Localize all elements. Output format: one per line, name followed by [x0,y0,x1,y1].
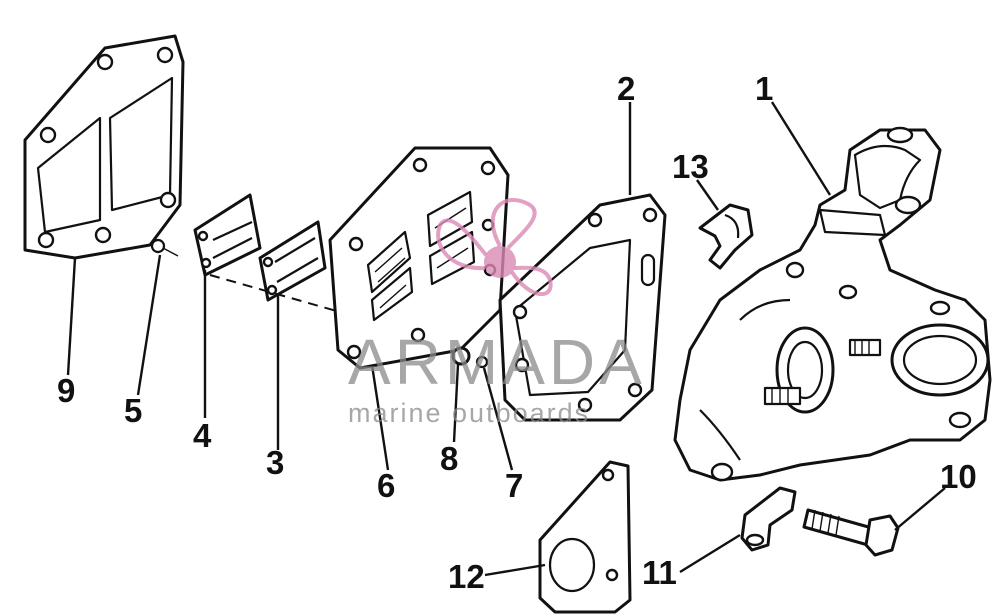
part-11-clamp [740,486,797,552]
callout-2: 2 [617,70,635,107]
callout-13: 13 [672,148,709,185]
part-13-clamp [698,203,754,270]
callout-8: 8 [440,440,458,477]
part-5-screw [150,238,179,257]
part-10-bolt [802,508,900,557]
part-2-gasket [498,193,667,422]
leader-lines [66,101,946,577]
part-6-reed-plate [328,146,510,370]
callout-4: 4 [193,417,212,454]
callout-7: 7 [505,467,523,504]
part-7-washer [475,355,489,369]
alignment-line [209,274,341,313]
callouts: 1 2 3 4 5 6 7 8 9 10 11 12 13 [57,70,977,595]
watermark-subtitle: marine outboards [348,398,590,428]
watermark: ARMADA marine outboards [348,198,646,428]
callout-9: 9 [57,372,75,409]
part-1-intake-manifold [673,126,992,482]
watermark-title: ARMADA [348,326,646,398]
callout-6: 6 [377,467,395,504]
part-4-reed-stop [193,193,262,277]
part-3-reed [258,220,327,302]
callout-11: 11 [642,554,677,591]
part-12-cover-plate [538,460,632,614]
callout-10: 10 [940,458,977,495]
callout-1: 1 [755,70,773,107]
callout-5: 5 [124,392,142,429]
armada-logo-icon [436,198,553,297]
part-9-gasket [23,34,185,260]
callout-12: 12 [448,558,485,595]
part-8-nut [451,346,471,366]
callout-3: 3 [266,444,284,481]
